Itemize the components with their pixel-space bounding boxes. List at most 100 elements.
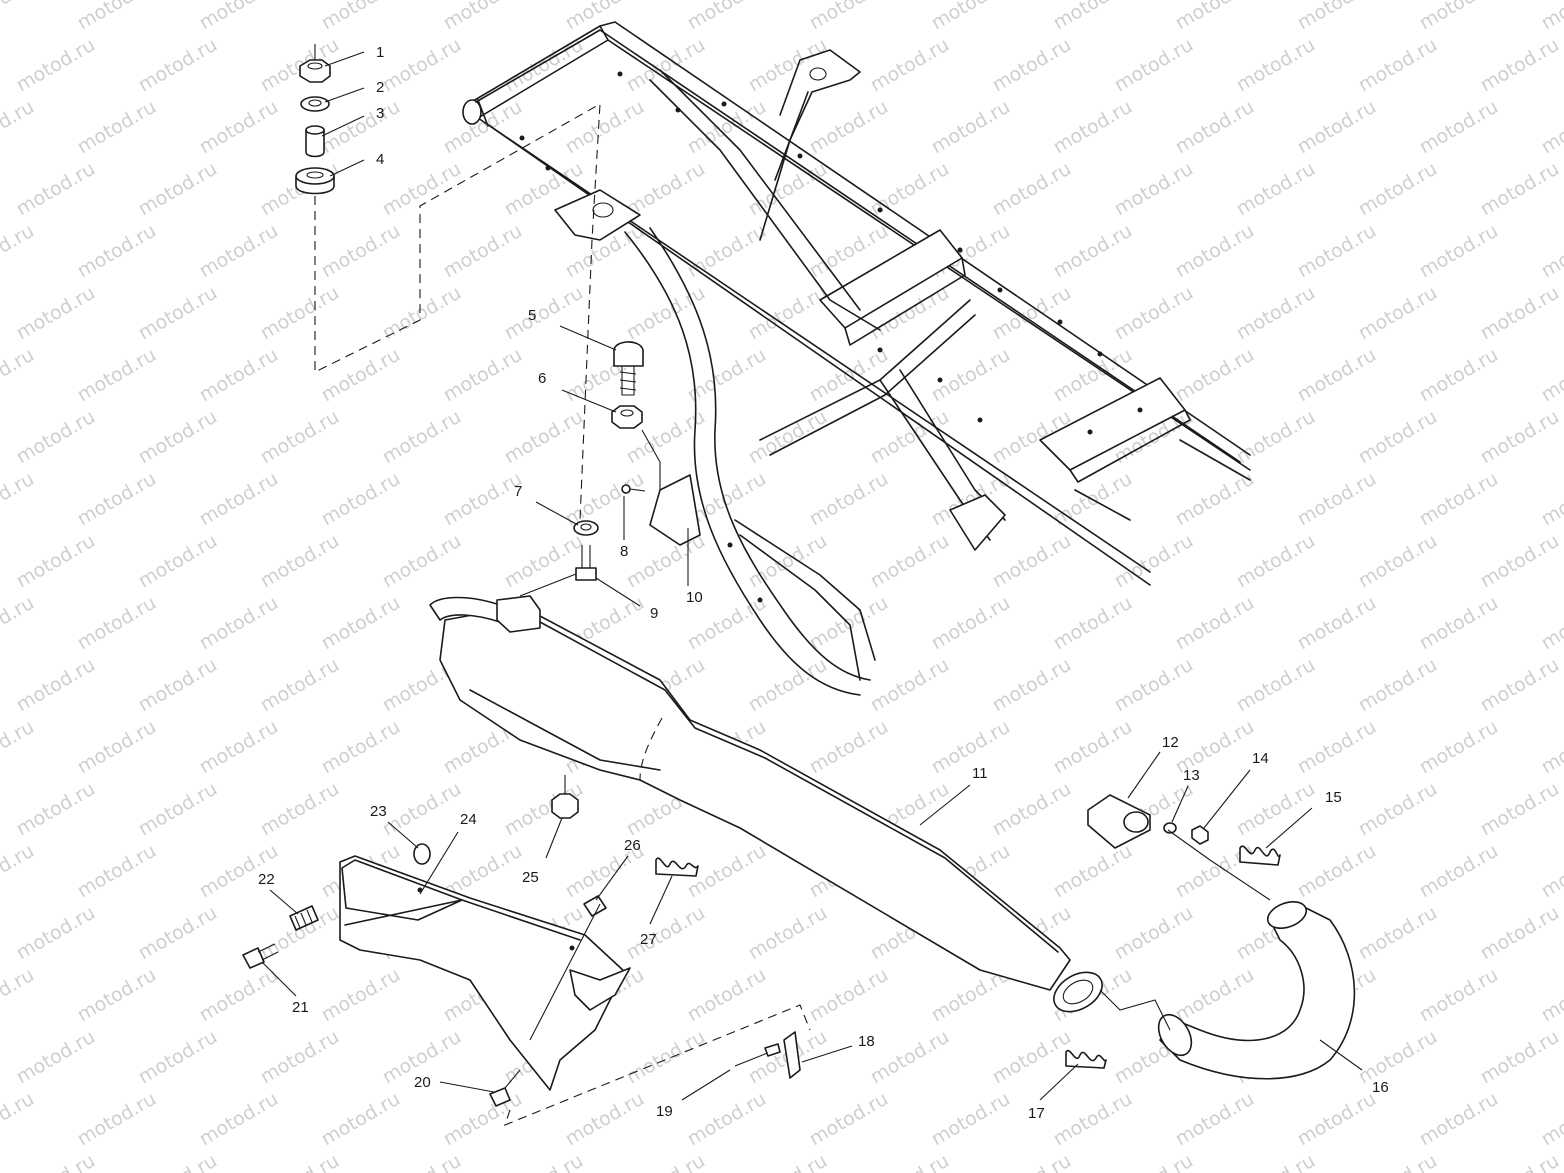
watermark-text: motod.ru [745,158,831,221]
watermark-text: motod.ru [74,220,160,283]
watermark-text: motod.ru [135,778,221,841]
watermark-text: motod.ru [0,716,38,779]
watermark-text: motod.ru [989,654,1075,717]
watermark-text: motod.ru [0,220,38,283]
watermark-text: motod.ru [1233,158,1319,221]
watermark-text: motod.ru [1538,96,1564,159]
watermark-text: motod.ru [257,282,343,345]
watermark-text: motod.ru [1172,344,1258,407]
watermark-text: motod.ru [318,964,404,1027]
watermark-text: motod.ru [318,96,404,159]
watermark-text: motod.ru [13,34,99,97]
watermark-text: motod.ru [13,406,99,469]
watermark-text: motod.ru [1233,406,1319,469]
watermark-text: motod.ru [1477,1026,1563,1089]
watermark-text: motod.ru [74,344,160,407]
watermark-text: motod.ru [989,158,1075,221]
watermark-text: motod.ru [501,530,587,593]
watermark-text: motod.ru [196,344,282,407]
watermark-text: motod.ru [745,530,831,593]
watermark-text: motod.ru [1233,34,1319,97]
watermark-text: motod.ru [379,1150,465,1173]
label-part-2: 2 [376,79,384,96]
watermark-text: motod.ru [1233,282,1319,345]
watermark-text: motod.ru [1111,34,1197,97]
watermark-text: motod.ru [1050,220,1136,283]
watermark-text: motod.ru [1111,530,1197,593]
watermark-text: motod.ru [1416,592,1502,655]
watermark-text: motod.ru [1416,96,1502,159]
watermark-text: motod.ru [867,1150,953,1173]
label-part-15: 15 [1325,789,1342,806]
watermark-text: motod.ru [135,902,221,965]
watermark-text: motod.ru [0,592,38,655]
watermark-text: motod.ru [196,592,282,655]
watermark-text: motod.ru [928,716,1014,779]
watermark-text: motod.ru [13,158,99,221]
label-part-7: 7 [514,483,522,500]
label-part-5: 5 [528,307,536,324]
watermark-text: motod.ru [1294,1088,1380,1151]
watermark-text: motod.ru [1416,0,1502,34]
label-part-18: 18 [858,1033,875,1050]
watermark-text: motod.ru [745,34,831,97]
watermark-text: motod.ru [0,96,38,159]
watermark-text: motod.ru [684,344,770,407]
watermark-text: motod.ru [379,778,465,841]
watermark-text: motod.ru [13,654,99,717]
watermark-text: motod.ru [1050,840,1136,903]
watermark-text: motod.ru [257,1150,343,1173]
watermark-text: motod.ru [1538,0,1564,34]
watermark-text: motod.ru [1111,902,1197,965]
watermark-text: motod.ru [989,34,1075,97]
watermark-text: motod.ru [1294,344,1380,407]
watermark-text: motod.ru [745,654,831,717]
label-part-1: 1 [376,44,384,61]
watermark-text: motod.ru [745,282,831,345]
watermark-text: motod.ru [379,282,465,345]
label-part-12: 12 [1162,734,1179,751]
label-part-25: 25 [522,869,539,886]
watermark-text: motod.ru [1355,654,1441,717]
watermark-text: motod.ru [1538,716,1564,779]
watermark-text: motod.ru [1477,34,1563,97]
watermark-text: motod.ru [318,220,404,283]
watermark-text: motod.ru [13,1150,99,1173]
watermark-text: motod.ru [135,158,221,221]
label-part-13: 13 [1183,767,1200,784]
watermark-text: motod.ru [1538,1088,1564,1151]
watermark-text: motod.ru [257,34,343,97]
watermark-text: motod.ru [1111,158,1197,221]
watermark-text: motod.ru [806,468,892,531]
watermark-text: motod.ru [1416,840,1502,903]
watermark-text: motod.ru [13,1026,99,1089]
watermark-text: motod.ru [1477,778,1563,841]
watermark-text: motod.ru [74,592,160,655]
watermark-text: motod.ru [318,0,404,34]
muffler-assembly [429,595,1103,1013]
watermark-text: motod.ru [1172,0,1258,34]
watermark-text: motod.ru [257,406,343,469]
watermark-text: motod.ru [1294,96,1380,159]
label-part-22: 22 [258,871,275,888]
watermark-text: motod.ru [1172,220,1258,283]
heat-shield [339,855,631,1091]
watermark-text: motod.ru [135,654,221,717]
watermark-text: motod.ru [684,1088,770,1151]
vehicle-frame [462,21,1251,696]
head-pipe [1157,901,1356,1080]
watermark-text: motod.ru [1355,158,1441,221]
watermark-text: motod.ru [1416,1088,1502,1151]
watermark-text: motod.ru [806,716,892,779]
watermark-text: motod.ru [684,964,770,1027]
watermark-text: motod.ru [135,1150,221,1173]
watermark-text: motod.ru [1050,592,1136,655]
watermark-text: motod.ru [745,1150,831,1173]
watermark-text: motod.ru [257,654,343,717]
watermark-text: motod.ru [0,1088,38,1151]
watermark-text: motod.ru [74,468,160,531]
watermark-text: motod.ru [135,34,221,97]
watermark-text: motod.ru [1416,468,1502,531]
part-labels: 1 2 3 4 5 6 7 8 9 10 11 12 13 14 15 16 1… [258,44,1389,1122]
